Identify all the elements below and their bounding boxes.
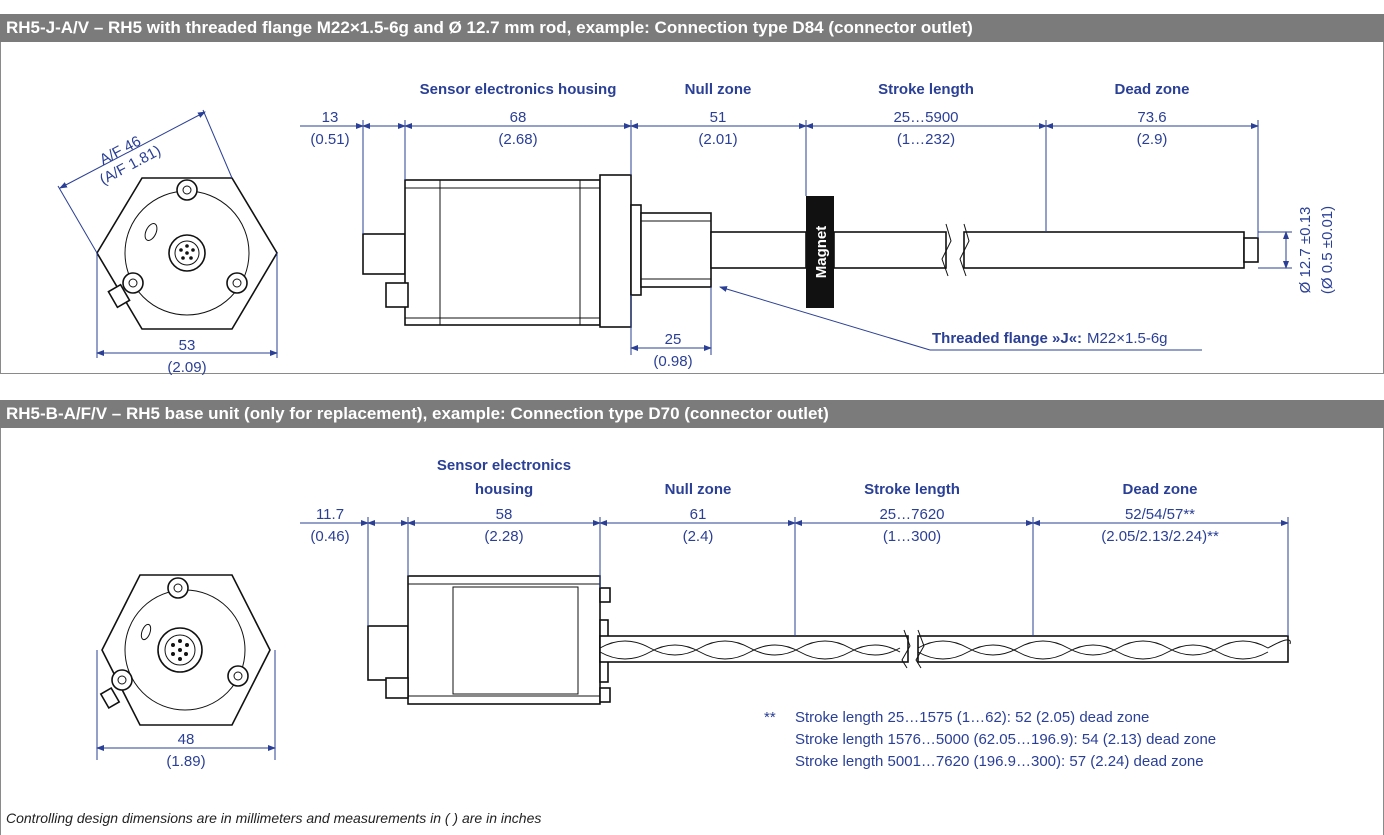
s2-sensor-side-view (367, 575, 1291, 705)
s2-dead-zone-notes: ** Stroke length 25…1575 (1…62): 52 (2.0… (764, 709, 1216, 770)
s1-dim1-heading: Sensor electronics housing (420, 81, 617, 98)
s1-flange-in: (0.98) (653, 353, 692, 370)
s1-flange-label: Threaded flange »J«: (932, 330, 1082, 347)
s1-sensor-side-view: Magnet (362, 174, 1259, 328)
s1-dim3-mm: 25…5900 (893, 109, 958, 126)
s2-dim4-heading: Dead zone (1122, 481, 1197, 498)
s1-dim2-heading: Null zone (685, 81, 752, 98)
s1-rod-in: (Ø 0.5 ±0.01) (1319, 206, 1336, 294)
s2-dimension-chain: 11.7 (0.46) Sensor electronics housing 5… (300, 457, 1289, 636)
s1-dim0-in: (0.51) (310, 131, 349, 148)
s2-dim3-heading: Stroke length (864, 481, 960, 498)
s1-dim1-in: (2.68) (498, 131, 537, 148)
s1-dim3-in: (1…232) (897, 131, 955, 148)
s2-width-in: (1.89) (166, 753, 205, 770)
s2-note-1: Stroke length 25…1575 (1…62): 52 (2.05) … (795, 709, 1149, 726)
s1-dim2-mm: 51 (710, 109, 727, 126)
s1-front-view (96, 177, 278, 330)
s2-dim1-heading-line1: Sensor electronics (437, 457, 571, 474)
s2-dim1-in: (2.28) (484, 528, 523, 545)
s1-rod-diameter-dimension: Ø 12.7 ±0.13 (Ø 0.5 ±0.01) (1258, 206, 1336, 294)
s2-dim2-heading: Null zone (665, 481, 732, 498)
s2-dim0-in: (0.46) (310, 528, 349, 545)
s1-dim1-mm: 68 (510, 109, 527, 126)
s1-dim3-heading: Stroke length (878, 81, 974, 98)
s2-dim4-in: (2.05/2.13/2.24)** (1101, 528, 1219, 545)
s1-dim4-heading: Dead zone (1114, 81, 1189, 98)
s1-dim0-mm: 13 (322, 109, 339, 126)
s1-flange-mm: 25 (665, 331, 682, 348)
s2-width-mm: 48 (178, 731, 195, 748)
s2-dim3-mm: 25…7620 (879, 506, 944, 523)
magnet-label: Magnet (813, 226, 830, 279)
s2-dim0-mm: 11.7 (316, 506, 344, 523)
s2-notes-marker: ** (764, 709, 776, 726)
s1-width-in: (2.09) (167, 359, 206, 376)
s1-flange-dimension: 25 (0.98) (630, 287, 712, 370)
units-footnote: Controlling design dimensions are in mil… (6, 810, 542, 826)
s1-dim4-mm: 73.6 (1137, 109, 1166, 126)
s2-width-dimension: 48 (1.89) (96, 650, 276, 770)
s2-dim1-mm: 58 (496, 506, 513, 523)
svg-text:Threaded flange »J«:M22×1.5-6g: Threaded flange »J«: M22×1.5-6g (932, 330, 1168, 347)
s1-dim2-in: (2.01) (698, 131, 737, 148)
section1-title: RH5-J-A/V – RH5 with threaded flange M22… (0, 14, 1384, 42)
s1-flange-value: M22×1.5-6g (1087, 330, 1167, 347)
s2-front-view (99, 574, 271, 726)
s2-dim2-in: (2.4) (683, 528, 714, 545)
s2-dim3-in: (1…300) (883, 528, 941, 545)
s1-threaded-flange-callout: Threaded flange »J«: M22×1.5-6g (719, 286, 1202, 351)
s1-width-mm: 53 (179, 337, 196, 354)
s2-dim4-mm: 52/54/57** (1125, 506, 1195, 523)
section2-title: RH5-B-A/F/V – RH5 base unit (only for re… (0, 400, 1384, 428)
s2-note-2: Stroke length 1576…5000 (62.05…196.9): 5… (795, 731, 1216, 748)
s1-dimension-chain: 13 (0.51) Sensor electronics housing 68 … (300, 81, 1259, 238)
s2-note-3: Stroke length 5001…7620 (196.9…300): 57 … (795, 753, 1204, 770)
s2-dim2-mm: 61 (690, 506, 707, 523)
s1-width-dimension: 53 (2.09) (96, 253, 278, 376)
s1-rod-mm: Ø 12.7 ±0.13 (1297, 207, 1314, 294)
s1-dim4-in: (2.9) (1137, 131, 1168, 148)
s2-dim1-heading-line2: housing (475, 481, 533, 498)
